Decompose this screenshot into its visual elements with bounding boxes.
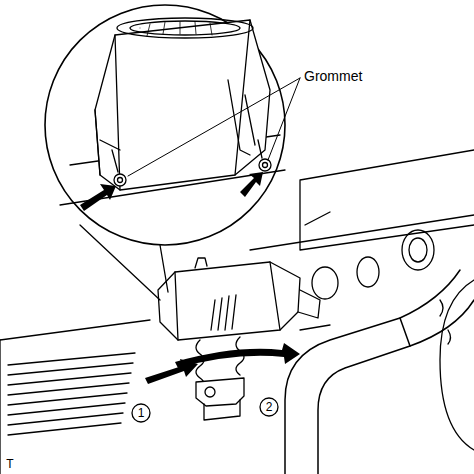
- callout-circle: [260, 398, 278, 416]
- motion-arrows: [145, 343, 300, 384]
- detail-circle: [45, 5, 285, 245]
- rib: [8, 393, 127, 405]
- callout-number: 2: [266, 401, 273, 413]
- detail-arrows: [80, 172, 263, 211]
- ribbed-plate: [0, 320, 330, 474]
- rib: [8, 423, 121, 435]
- figure-mark: T: [6, 458, 13, 470]
- leader-line: [128, 78, 300, 176]
- rib: [8, 413, 123, 425]
- rib: [8, 353, 135, 365]
- hose: [285, 270, 474, 474]
- rib: [8, 383, 129, 395]
- rib: [8, 363, 133, 375]
- rib: [8, 373, 131, 385]
- callout-number: 1: [138, 407, 145, 419]
- part-name: Grommet: [304, 69, 362, 83]
- rib: [8, 403, 125, 415]
- part-housing: [158, 258, 320, 420]
- detail-part: [60, 18, 285, 205]
- callout-circle: [132, 404, 150, 422]
